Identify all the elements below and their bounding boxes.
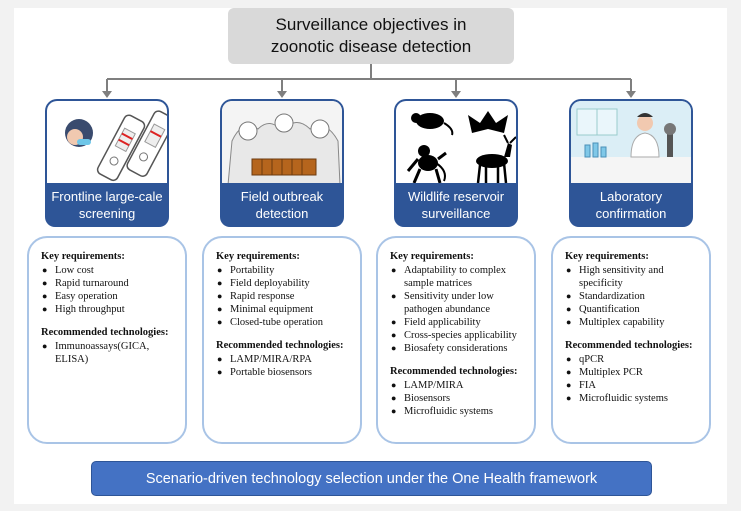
recommended-technologies-heading: Recommended technologies: xyxy=(41,327,169,338)
list-item: Rapid turnaround xyxy=(41,277,175,290)
list-item: LAMP/MIRA/RPA xyxy=(216,353,350,366)
list-item: Portable biosensors xyxy=(216,366,350,379)
list-item: High sensitivity and specificity xyxy=(565,264,699,290)
field-outbreak-label: Field outbreak detection xyxy=(220,183,344,227)
list-item: Minimal equipment xyxy=(216,303,350,316)
laboratory-confirmation-label: Laboratory confirmation xyxy=(569,183,693,227)
recommended-technologies-heading: Recommended technologies: xyxy=(216,340,344,351)
title-line-1: Surveillance objectives in xyxy=(275,15,467,34)
wildlife-reservoir-card: Key requirements: Adaptability to comple… xyxy=(376,236,536,444)
list-item: Portability xyxy=(216,264,350,277)
wildlife-reservoir-label: Wildlife reservoir surveillance xyxy=(394,183,518,227)
one-health-banner: Scenario-driven technology selection und… xyxy=(91,461,652,496)
recommended-technologies-heading: Recommended technologies: xyxy=(565,340,693,351)
rapid-test-strips-icon xyxy=(65,110,167,182)
list-item: Quantification xyxy=(565,303,699,316)
list-item: Microfluidic systems xyxy=(390,405,524,418)
title-line-2: zoonotic disease detection xyxy=(270,37,472,56)
frontline-screening-label-line-1: Frontline large-cale xyxy=(51,189,163,204)
technologies-list: LAMP/MIRA Biosensors Microfluidic system… xyxy=(390,379,524,418)
frontline-screening-label-line-2: screening xyxy=(78,206,136,221)
list-item: High throughput xyxy=(41,303,175,316)
field-outbreak-label-line-2: detection xyxy=(255,206,309,221)
list-item: Sensitivity under low pathogen abundance xyxy=(390,290,524,316)
diagram-title: Surveillance objectives in zoonotic dise… xyxy=(228,8,514,64)
laboratory-confirmation-card: Key requirements: High sensitivity and s… xyxy=(551,236,711,444)
laboratory-confirmation-picture xyxy=(569,99,693,183)
key-requirements-heading: Key requirements: xyxy=(565,251,649,262)
field-outbreak-label-line-1: Field outbreak xyxy=(240,189,324,204)
laboratory-scientist-icon xyxy=(571,101,691,183)
frontline-screening-card: Key requirements: Low cost Rapid turnaro… xyxy=(27,236,187,444)
list-item: Standardization xyxy=(565,290,699,303)
list-item: Immunoassays(GICA, ELISA) xyxy=(41,340,175,366)
requirements-list: High sensitivity and specificity Standar… xyxy=(565,264,699,329)
arrowhead-2 xyxy=(277,91,287,98)
field-outbreak-picture xyxy=(220,99,344,183)
technologies-list: Immunoassays(GICA, ELISA) xyxy=(41,340,175,366)
list-item: Closed-tube operation xyxy=(216,316,350,329)
wildlife-silhouettes-icon xyxy=(406,111,516,183)
arrowhead-1 xyxy=(102,91,112,98)
list-item: Biosafety considerations xyxy=(390,342,524,355)
frontline-screening-picture xyxy=(45,99,169,183)
technologies-list: LAMP/MIRA/RPA Portable biosensors xyxy=(216,353,350,379)
key-requirements-heading: Key requirements: xyxy=(390,251,474,262)
list-item: LAMP/MIRA xyxy=(390,379,524,392)
requirements-list: Low cost Rapid turnaround Easy operation… xyxy=(41,264,175,316)
wildlife-reservoir-label-line-2: surveillance xyxy=(421,206,491,221)
list-item: FIA xyxy=(565,379,699,392)
arrowhead-4 xyxy=(626,91,636,98)
list-item: Adaptability to complex sample matrices xyxy=(390,264,524,290)
list-item: qPCR xyxy=(565,353,699,366)
list-item: Field applicability xyxy=(390,316,524,329)
list-item: Cross-species applicability xyxy=(390,329,524,342)
list-item: Biosensors xyxy=(390,392,524,405)
key-requirements-heading: Key requirements: xyxy=(41,251,125,262)
laboratory-confirmation-label-line-1: Laboratory xyxy=(599,189,663,204)
frontline-screening-label: Frontline large-cale screening xyxy=(45,183,169,227)
list-item: Rapid response xyxy=(216,290,350,303)
list-item: Field deployability xyxy=(216,277,350,290)
recommended-technologies-heading: Recommended technologies: xyxy=(390,366,518,377)
list-item: Easy operation xyxy=(41,290,175,303)
list-item: Microfluidic systems xyxy=(565,392,699,405)
wildlife-reservoir-picture xyxy=(394,99,518,183)
list-item: Multiplex capability xyxy=(565,316,699,329)
arrowhead-3 xyxy=(451,91,461,98)
laboratory-confirmation-label-line-2: confirmation xyxy=(595,206,667,221)
field-outbreak-card: Key requirements: Portability Field depl… xyxy=(202,236,362,444)
list-item: Multiplex PCR xyxy=(565,366,699,379)
wildlife-reservoir-label-line-1: Wildlife reservoir xyxy=(407,189,505,204)
key-requirements-heading: Key requirements: xyxy=(216,251,300,262)
requirements-list: Adaptability to complex sample matrices … xyxy=(390,264,524,355)
field-team-icon xyxy=(222,101,342,183)
technologies-list: qPCR Multiplex PCR FIA Microfluidic syst… xyxy=(565,353,699,405)
requirements-list: Portability Field deployability Rapid re… xyxy=(216,264,350,329)
list-item: Low cost xyxy=(41,264,175,277)
